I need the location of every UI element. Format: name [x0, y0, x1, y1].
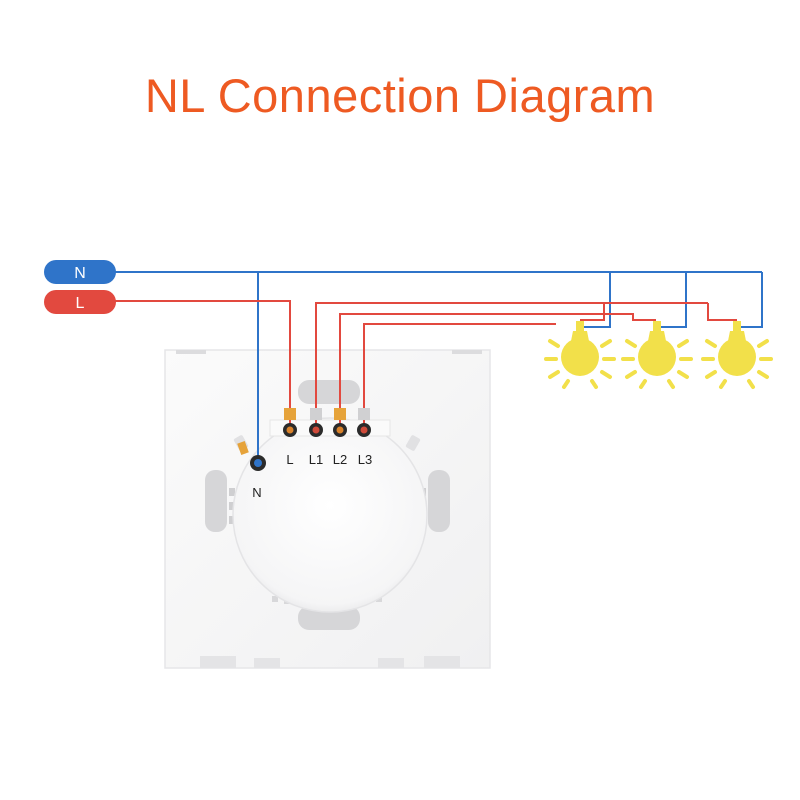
- neutral-tag-label: N: [74, 265, 86, 282]
- terminal-screw-l: [283, 408, 297, 437]
- load3-wire-end: [707, 303, 737, 321]
- plate-clip: [176, 350, 206, 354]
- mounting-slot: [428, 470, 450, 532]
- live-tag-label: L: [76, 295, 85, 312]
- light-ray: [705, 370, 717, 379]
- light-ray: [548, 370, 560, 379]
- light-ray: [625, 339, 637, 348]
- terminal-label-l: L: [286, 452, 293, 467]
- terminal-screw-n: [237, 440, 266, 471]
- light-ray: [600, 370, 612, 379]
- plate-clip: [424, 656, 460, 668]
- light-ray: [677, 370, 689, 379]
- neutral-to-bulb1-wire: [580, 272, 611, 328]
- neutral-to-bulb3-wire: [737, 272, 763, 328]
- plate-clip: [378, 658, 404, 668]
- mounting-tab: [298, 380, 360, 404]
- light-ray: [719, 379, 727, 389]
- page-title: NL Connection Diagram: [144, 69, 656, 122]
- light-ray: [625, 370, 637, 379]
- light-ray: [590, 379, 598, 389]
- light-bulb-icon: [621, 321, 693, 389]
- terminal-label-l1: L1: [309, 452, 323, 467]
- plate-clip: [200, 656, 236, 668]
- light-ray: [757, 370, 769, 379]
- light-ray: [747, 379, 755, 389]
- live-tag: L: [44, 290, 116, 314]
- neutral-to-bulb2-wire: [656, 272, 687, 328]
- light-ray: [705, 339, 717, 348]
- terminal-label-l3: L3: [358, 452, 372, 467]
- live-wire: [112, 300, 291, 428]
- light-ray: [600, 339, 612, 348]
- mounting-tab: [298, 606, 360, 630]
- light-ray: [757, 339, 769, 348]
- light-bulb-icon: [544, 321, 616, 389]
- terminal-screw-l3: [357, 408, 371, 437]
- plate-clip: [254, 658, 280, 668]
- light-ray: [677, 339, 689, 348]
- wiring: [112, 271, 763, 462]
- terminal-label-l2: L2: [333, 452, 347, 467]
- terminal-label-n: N: [252, 485, 261, 500]
- plate-clip: [452, 350, 482, 354]
- light-ray: [562, 379, 570, 389]
- terminal-screw-l2: [333, 408, 347, 437]
- neutral-tag: N: [44, 260, 116, 284]
- load2-wire: [339, 313, 656, 428]
- terminal-block: [237, 408, 371, 471]
- terminal-screw-l1: [309, 408, 323, 437]
- switch-plate: [164, 349, 491, 669]
- light-bulb-icon: [701, 321, 773, 389]
- mounting-slot: [205, 470, 227, 532]
- light-ray: [548, 339, 560, 348]
- load3-wire-start: [363, 323, 556, 428]
- light-ray: [639, 379, 647, 389]
- light-ray: [667, 379, 675, 389]
